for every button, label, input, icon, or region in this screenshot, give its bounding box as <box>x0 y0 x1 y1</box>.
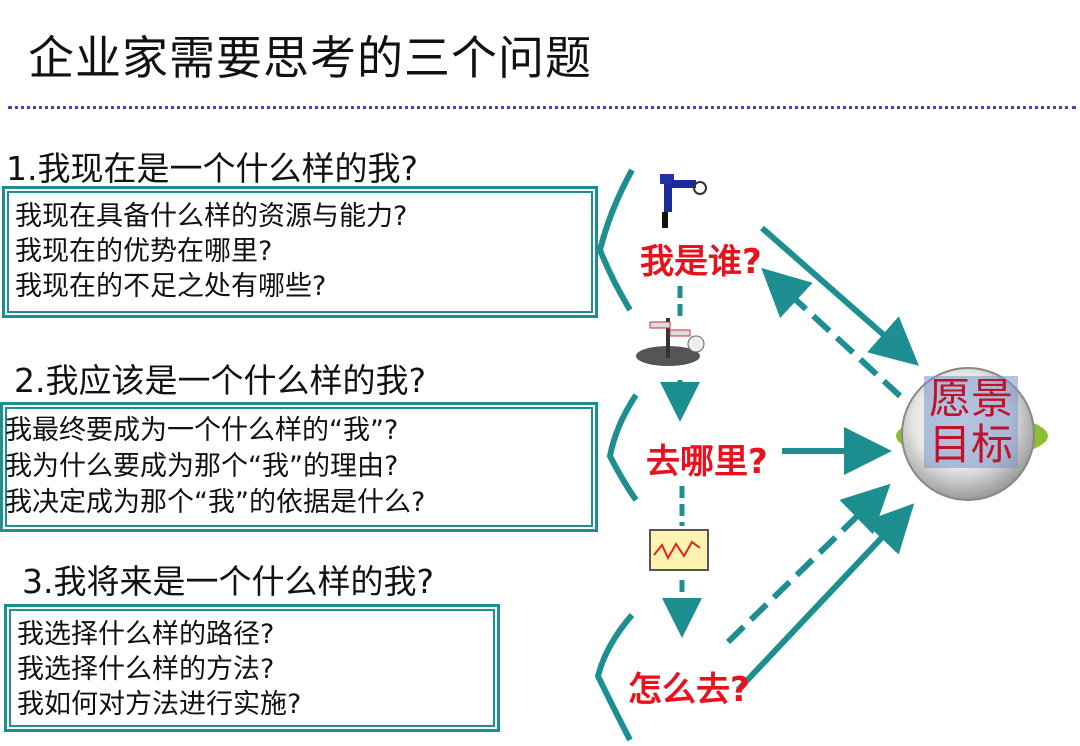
question-2-line-1: 我最终要成为一个什么样的“我”? <box>5 415 399 446</box>
goal-line-2: 目标 <box>924 422 1018 468</box>
bracket-3 <box>594 613 635 742</box>
arrow-goal-to-who-dashed <box>761 267 903 399</box>
dotted-divider <box>8 106 1076 109</box>
flow-label-how: 怎么去? <box>628 670 750 710</box>
question-1-box: 我现在具备什么样的资源与能力? 我现在的优势在哪里? 我现在的不足之处有哪些? <box>2 186 598 318</box>
person-magnifier-icon <box>660 174 707 228</box>
signpost-icon <box>636 318 705 366</box>
bracket-1 <box>596 168 635 312</box>
arrow-who-to-goal <box>760 225 920 366</box>
question-1-line-1: 我现在具备什么样的资源与能力? <box>15 201 408 232</box>
question-2-heading: 2.我应该是一个什么样的我? <box>14 361 427 400</box>
question-3-line-2: 我选择什么样的方法? <box>17 654 275 685</box>
stock-chart-icon <box>649 529 709 571</box>
flow-label-where: 去哪里? <box>646 442 768 482</box>
question-2-line-2: 我为什么要成为那个“我”的理由? <box>5 451 399 482</box>
page-title: 企业家需要思考的三个问题 <box>28 31 592 85</box>
question-1-line-3: 我现在的不足之处有哪些? <box>15 271 327 302</box>
question-2-line-3: 我决定成为那个“我”的依据是什么? <box>5 487 426 518</box>
goal-line-1: 愿景 <box>924 376 1018 422</box>
goal-label: 愿景 目标 <box>924 376 1018 468</box>
question-2-box: 我最终要成为一个什么样的“我”? 我为什么要成为那个“我”的理由? 我决定成为那… <box>0 402 598 532</box>
question-1-heading: 1.我现在是一个什么样的我? <box>6 149 419 188</box>
question-3-heading: 3.我将来是一个什么样的我? <box>22 562 435 601</box>
question-3-line-3: 我如何对方法进行实施? <box>17 689 302 720</box>
flow-label-who: 我是谁? <box>640 242 762 282</box>
arrow-how-to-goal-dashed <box>725 483 891 645</box>
bracket-2 <box>606 393 639 502</box>
question-3-line-1: 我选择什么样的路径? <box>17 619 275 650</box>
question-3-box: 我选择什么样的路径? 我选择什么样的方法? 我如何对方法进行实施? <box>4 604 500 732</box>
question-1-line-2: 我现在的优势在哪里? <box>15 236 273 267</box>
arrow-how-to-goal <box>735 503 915 693</box>
